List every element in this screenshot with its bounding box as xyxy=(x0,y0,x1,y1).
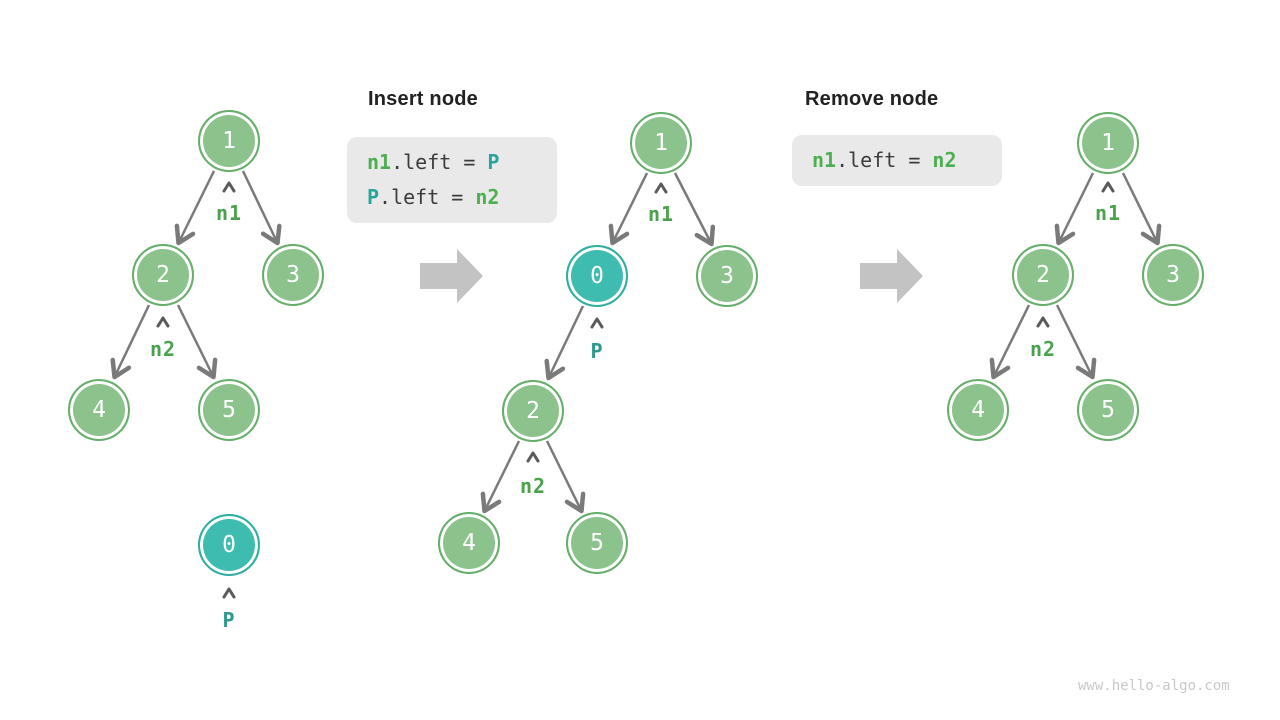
tree-node-5: 5 xyxy=(198,379,260,441)
caret-up-icon xyxy=(222,587,236,599)
right-block-arrow-icon xyxy=(420,249,483,303)
pointer-label-n1: n1 xyxy=(1094,201,1122,225)
caret-up-icon xyxy=(1036,316,1050,328)
pointer-label-n1: n1 xyxy=(647,202,675,226)
edge-1-2 xyxy=(1054,172,1095,246)
tree-node-5: 5 xyxy=(1077,379,1139,441)
right-block-arrow-icon xyxy=(860,249,923,303)
edge-2-4 xyxy=(989,304,1031,380)
code-token-p: P xyxy=(367,185,380,209)
right-tree-edges xyxy=(989,172,1162,380)
caret-up-icon xyxy=(1101,181,1115,193)
tree-node-0-standalone: 0 xyxy=(198,514,260,576)
code-token-p: P xyxy=(487,150,500,174)
remove-code-box: n1.left = n2 xyxy=(792,135,1002,186)
tree-node-4: 4 xyxy=(947,379,1009,441)
tree-node-1: 1 xyxy=(630,112,692,174)
pointer-label-n1: n1 xyxy=(215,201,243,225)
edge-2-5 xyxy=(176,304,218,380)
edge-1-0 xyxy=(608,172,649,246)
code-token-n1: n1 xyxy=(367,150,392,174)
caret-up-icon xyxy=(654,182,668,194)
edge-2-4 xyxy=(480,440,521,514)
code-line-1: n1.left = P xyxy=(367,145,537,180)
code-token-left-assign: .left = xyxy=(379,185,476,209)
caret-up-icon xyxy=(222,181,236,193)
caret-up-icon xyxy=(526,451,540,463)
edge-0-2 xyxy=(544,305,585,381)
edge-1-2 xyxy=(174,170,216,246)
tree-node-4: 4 xyxy=(68,379,130,441)
pointer-label-p: P xyxy=(590,339,604,363)
tree-node-1: 1 xyxy=(1077,112,1139,174)
pointer-label-n2: n2 xyxy=(1029,337,1057,361)
tree-node-5: 5 xyxy=(566,512,628,574)
edge-1-3 xyxy=(1121,172,1162,246)
tree-node-3: 3 xyxy=(696,245,758,307)
pointer-label-n2: n2 xyxy=(149,337,177,361)
code-token-n1: n1 xyxy=(812,148,837,172)
site-watermark: www.hello-algo.com xyxy=(1078,678,1230,694)
tree-node-3: 3 xyxy=(1142,244,1204,306)
tree-node-2: 2 xyxy=(502,380,564,442)
left-tree-edges xyxy=(110,170,282,380)
tree-node-4: 4 xyxy=(438,512,500,574)
tree-node-2: 2 xyxy=(132,244,194,306)
remove-node-title: Remove node xyxy=(805,88,939,110)
code-token-n2: n2 xyxy=(475,185,500,209)
caret-up-icon xyxy=(156,316,170,328)
code-line-2: P.left = n2 xyxy=(367,180,537,215)
insert-code-box: n1.left = P P.left = n2 xyxy=(347,137,557,223)
edge-1-3 xyxy=(241,170,282,246)
code-token-n2: n2 xyxy=(932,148,957,172)
tree-node-2: 2 xyxy=(1012,244,1074,306)
edge-2-4 xyxy=(110,304,151,380)
code-token-left-assign: .left = xyxy=(391,150,488,174)
code-line-1: n1.left = n2 xyxy=(812,143,982,178)
edge-2-5 xyxy=(1055,304,1097,380)
edge-1-3 xyxy=(673,172,716,247)
pointer-label-n2: n2 xyxy=(519,474,547,498)
tree-node-1: 1 xyxy=(198,110,260,172)
pointer-carets xyxy=(156,181,1115,599)
edge-2-5 xyxy=(545,440,586,514)
code-token-left-assign: .left = xyxy=(836,148,933,172)
tree-node-3: 3 xyxy=(262,244,324,306)
middle-tree-edges xyxy=(480,172,716,514)
pointer-label-p: P xyxy=(222,608,236,632)
caret-up-icon xyxy=(590,317,604,329)
insert-node-title: Insert node xyxy=(368,88,478,110)
tree-node-0: 0 xyxy=(566,245,628,307)
